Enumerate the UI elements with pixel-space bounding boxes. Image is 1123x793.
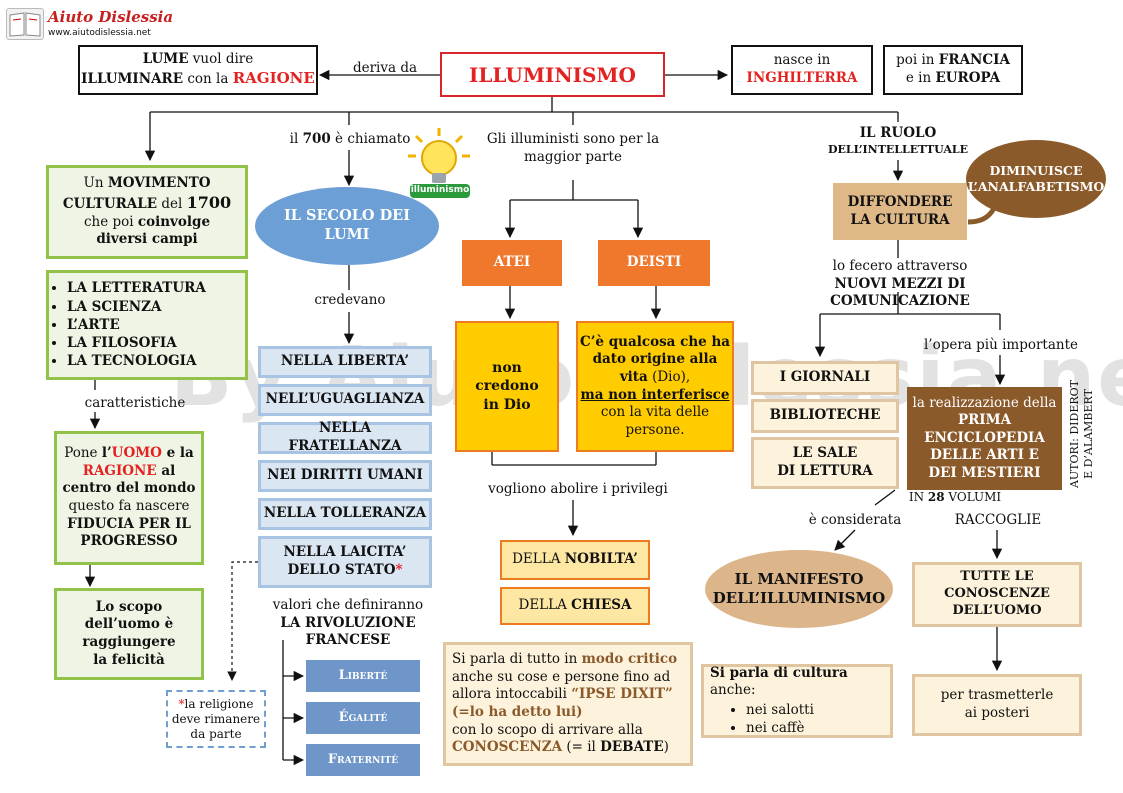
page-title: ILLUMINISMO — [469, 62, 636, 87]
critico-box: Si parla di tutto in modo critico anche … — [443, 642, 693, 766]
cultura-list: nei salotti nei caffè — [710, 702, 814, 737]
list-item: L’ARTE — [67, 316, 206, 334]
bulb-label: illuminismo — [410, 185, 470, 195]
illuministi-label: Gli illuministi sono per la maggior part… — [486, 131, 660, 165]
lume-box: LUME vuol dire ILLUMINARE con la RAGIONE — [78, 45, 318, 95]
chiesa-box: DELLA CHIESA — [500, 587, 650, 625]
diminuisce-ellipse: DIMINUISCE L’ANALFABETISMO — [966, 140, 1106, 218]
deisti-box: DEISTI — [598, 240, 710, 286]
list-item: nei caffè — [746, 720, 814, 738]
list-item: LA SCIENZA — [67, 298, 206, 316]
nobilta-box: DELLA NOBILTA’ — [500, 540, 650, 580]
valore-box: NELL’UGUAGLIANZA — [258, 384, 432, 416]
volumi-label: IN 28 VOLUMI — [908, 490, 1002, 504]
campi-box: LA LETTERATURA LA SCIENZA L’ARTE LA FILO… — [46, 270, 248, 380]
edge-label-caratteristiche: caratteristiche — [84, 395, 186, 411]
cultura-box: Si parla di cultura anche: nei salotti n… — [701, 664, 893, 738]
logo-name: Aiuto Dislessia — [48, 8, 174, 26]
deismo-box: C’è qualcosa che ha dato origine alla vi… — [576, 321, 734, 452]
mezzo-box: BIBLIOTECHE — [751, 399, 899, 433]
edge-label-raccoglie: RACCOGLIE — [954, 512, 1042, 528]
settecento-label: il 700 è chiamato — [289, 131, 411, 147]
edge-label-credevano: credevano — [314, 292, 386, 308]
diffondere-box: DIFFONDERE LA CULTURA — [833, 183, 967, 240]
non-credono-box: non credono in Dio — [455, 321, 559, 452]
nota-box: *la religione deve rimanere da parte — [166, 690, 266, 748]
list-item: LA FILOSOFIA — [67, 334, 206, 352]
logo-url: www.aiutodislessia.net — [48, 28, 151, 38]
lightbulb-icon: illuminismo — [406, 126, 472, 200]
list-item: LA LETTERATURA — [67, 279, 206, 297]
motto-box: Fraternité — [306, 744, 420, 776]
trasmettere-box: per trasmetterle ai posteri — [912, 674, 1082, 736]
conoscenze-box: TUTTE LE CONOSCENZE DELL’UOMO — [912, 562, 1082, 627]
laicita-box: NELLA LAICITA’ DELLO STATO* — [258, 536, 432, 588]
rivoluzione-label: valori che definiranno LA RIVOLUZIONE FR… — [272, 597, 424, 649]
motto-box: Égalité — [306, 702, 420, 734]
motto-box: Liberté — [306, 660, 420, 692]
mezzo-box: I GIORNALI — [751, 361, 899, 395]
valore-box: NELLA LIBERTA’ — [258, 346, 432, 378]
opera-label: l’opera più importante — [923, 337, 1079, 353]
autori-label: AUTORI: DIDEROT E D’ALAMBERT — [1068, 379, 1095, 489]
valore-box: NEI DIRITTI UMANI — [258, 460, 432, 492]
nasce-box: nasce in INGHILTERRA — [731, 45, 873, 95]
sale-box: LE SALE DI LETTURA — [751, 437, 899, 489]
logo-book-icon — [6, 8, 44, 40]
francia-box: poi in FRANCIA e in EUROPA — [883, 45, 1023, 95]
list-item: nei salotti — [746, 702, 814, 720]
enciclopedia-box: la realizzazione della PRIMA ENCICLOPEDI… — [907, 387, 1062, 490]
edge-label-deriva: deriva da — [352, 60, 418, 76]
scopo-box: Lo scopo dell’uomo è raggiungere la feli… — [54, 588, 204, 680]
valore-box: NELLA TOLLERANZA — [258, 498, 432, 530]
movimento-box: Un MOVIMENTO CULTURALE del 1700 che poi … — [46, 165, 248, 259]
atei-box: ATEI — [462, 240, 562, 286]
ruolo-label: IL RUOLO DELL’INTELLETTUALE — [827, 125, 969, 156]
valore-box: NELLA FRATELLANZA — [258, 420, 432, 454]
title-box: ILLUMINISMO — [440, 52, 665, 97]
manifesto-ellipse: IL MANIFESTO DELL’ILLUMINISMO — [705, 550, 893, 628]
edge-label-abolire: vogliono abolire i privilegi — [488, 481, 668, 497]
site-logo[interactable]: Aiuto Dislessia www.aiutodislessia.net — [4, 4, 173, 44]
secolo-ellipse: IL SECOLO DEI LUMI — [255, 187, 439, 265]
pone-box: Pone l’UOMO e la RAGIONE al centro del m… — [54, 431, 204, 565]
list-item: LA TECNOLOGIA — [67, 352, 206, 370]
campi-list: LA LETTERATURA LA SCIENZA L’ARTE LA FILO… — [49, 279, 206, 370]
fecero-label: lo fecero attraverso NUOVI MEZZI DI COMU… — [830, 258, 970, 310]
edge-label-considerata: è considerata — [808, 512, 902, 528]
